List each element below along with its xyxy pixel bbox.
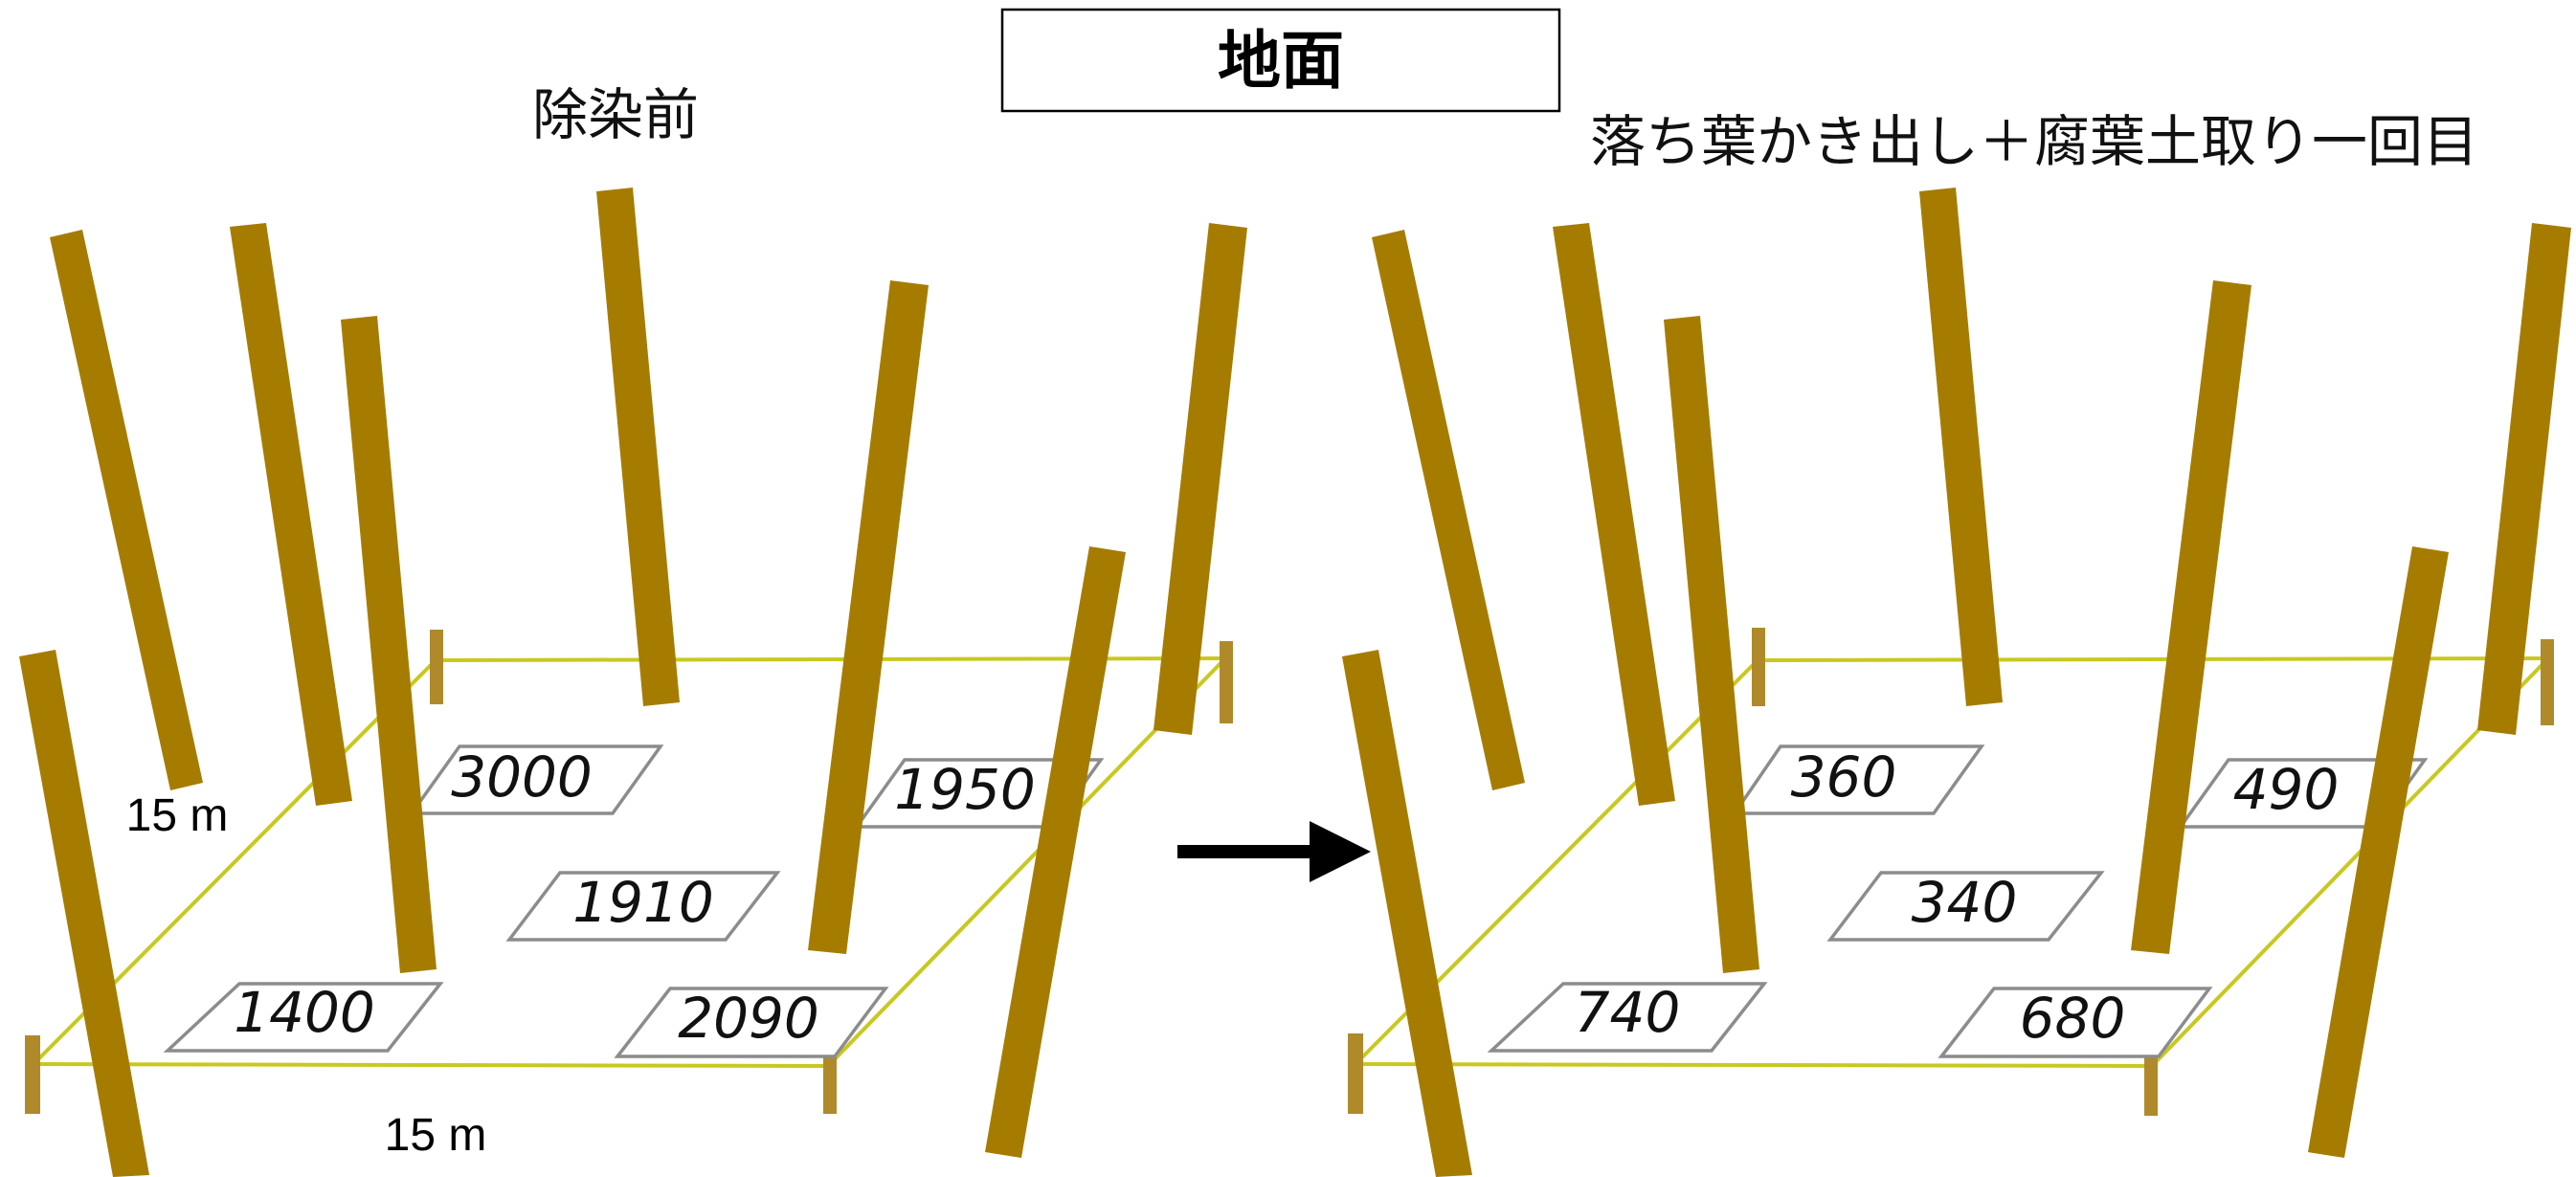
- tree-trunks-before: [19, 188, 1247, 1177]
- panel-before: 除染前 3000 1950 1910 1400 2: [19, 82, 1247, 1177]
- panel-before-heading: 除染前: [532, 82, 699, 147]
- stake: [2541, 639, 2554, 725]
- panel-after: 落ち葉かき出し＋腐葉土取り一回目 360 490 340 740 680: [1342, 109, 2571, 1177]
- tree-trunk: [596, 188, 680, 706]
- sample-plots-after: [1487, 744, 2429, 1058]
- stake: [25, 1035, 40, 1114]
- sample-plot: [1938, 987, 2213, 1058]
- panel-after-heading: 落ち葉かき出し＋腐葉土取り一回目: [1590, 109, 2478, 174]
- sample-plot: [1487, 982, 1768, 1053]
- value-back-right: 490: [2233, 757, 2340, 822]
- stake: [1752, 628, 1765, 706]
- sample-plot: [614, 987, 889, 1058]
- sample-plot: [1826, 871, 2105, 942]
- value-front-right: 680: [2020, 986, 2126, 1051]
- tree-trunk: [1372, 230, 1525, 790]
- transition-arrow: [1177, 821, 1371, 882]
- tree-trunk: [1664, 316, 1759, 973]
- tree-trunk: [1342, 650, 1472, 1177]
- value-back-left: 3000: [451, 744, 593, 810]
- tree-trunk: [230, 223, 352, 806]
- sample-plot: [505, 871, 781, 942]
- tree-trunk: [341, 316, 437, 973]
- dimension-side-label: 15 m: [126, 790, 229, 841]
- title-box: 地面: [1000, 8, 1561, 113]
- value-back-right: 1950: [894, 757, 1036, 822]
- value-front-left: 1400: [234, 980, 375, 1045]
- dimension-front-label: 15 m: [385, 1110, 487, 1161]
- value-front-left: 740: [1575, 980, 1681, 1045]
- tree-trunk: [985, 546, 1126, 1158]
- tree-trunk: [2131, 280, 2251, 954]
- sample-values-before: 3000 1950 1910 1400 2090: [234, 744, 1036, 1051]
- value-center: 340: [1912, 870, 2018, 935]
- tree-trunk: [2477, 223, 2571, 735]
- tree-trunk: [808, 280, 929, 954]
- value-front-right: 2090: [678, 986, 819, 1051]
- tree-trunks-after: [1342, 188, 2571, 1177]
- tree-trunk: [1919, 188, 2003, 706]
- tree-trunk: [19, 650, 149, 1177]
- stake: [1348, 1033, 1363, 1114]
- stake: [1220, 641, 1233, 723]
- sample-values-after: 360 490 340 740 680: [1575, 744, 2340, 1051]
- tree-trunk: [50, 230, 203, 790]
- stake: [430, 630, 443, 704]
- sample-plot: [408, 744, 664, 815]
- tree-trunk: [1553, 223, 1675, 806]
- sample-plot: [1731, 744, 1985, 815]
- sample-plots-before: [163, 744, 1105, 1058]
- value-back-left: 360: [1791, 744, 1897, 810]
- tree-trunk: [1154, 223, 1247, 735]
- title-text: 地面: [1218, 24, 1344, 98]
- tree-trunk: [2308, 546, 2449, 1158]
- sample-plot: [163, 982, 444, 1053]
- value-center: 1910: [572, 870, 714, 935]
